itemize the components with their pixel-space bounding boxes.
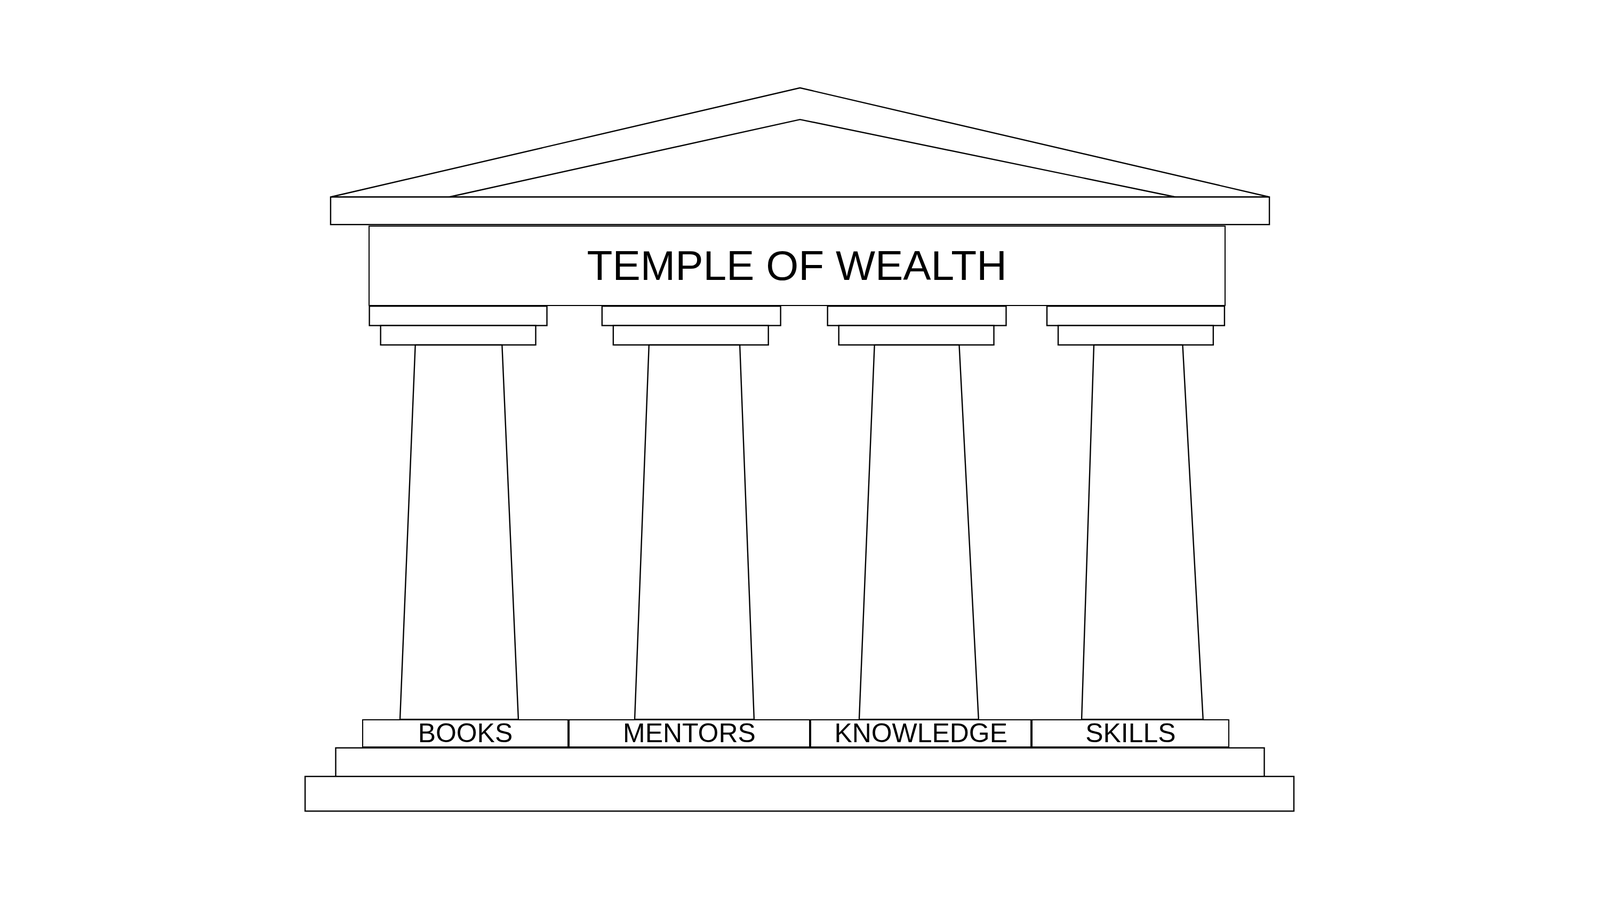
- column-shaft: [859, 345, 979, 720]
- capital-slab: [613, 325, 769, 346]
- capital-slab: [1046, 306, 1225, 326]
- base-step: [305, 776, 1294, 812]
- pillar-label: BOOKS: [418, 720, 514, 748]
- entablature-band: TEMPLE OF WEALTH: [368, 225, 1226, 307]
- base-step: [335, 748, 1264, 778]
- plinth-cell: SKILLS: [1031, 719, 1230, 749]
- pillar-label: SKILLS: [1085, 720, 1176, 748]
- pillar-label: MENTORS: [622, 720, 756, 748]
- column-shaft: [634, 345, 755, 720]
- column-shaft: [1081, 345, 1204, 720]
- column-shaft: [400, 345, 519, 720]
- plinth-cell: MENTORS: [568, 719, 811, 749]
- roof-inner-triangle: [449, 119, 1176, 197]
- plinth-cell: KNOWLEDGE: [810, 719, 1032, 749]
- temple-title: TEMPLE OF WEALTH: [587, 244, 1007, 287]
- pillar-label: KNOWLEDGE: [834, 720, 1008, 748]
- capital-slab: [827, 306, 1007, 326]
- capital-slab: [838, 325, 995, 346]
- roof-pediment: [330, 88, 1270, 198]
- cornice: [330, 197, 1270, 226]
- capital-slab: [380, 325, 536, 346]
- capital-slab: [369, 306, 548, 326]
- capital-slab: [1058, 325, 1214, 346]
- plinth-cell: BOOKS: [362, 719, 568, 749]
- capital-slab: [602, 306, 781, 326]
